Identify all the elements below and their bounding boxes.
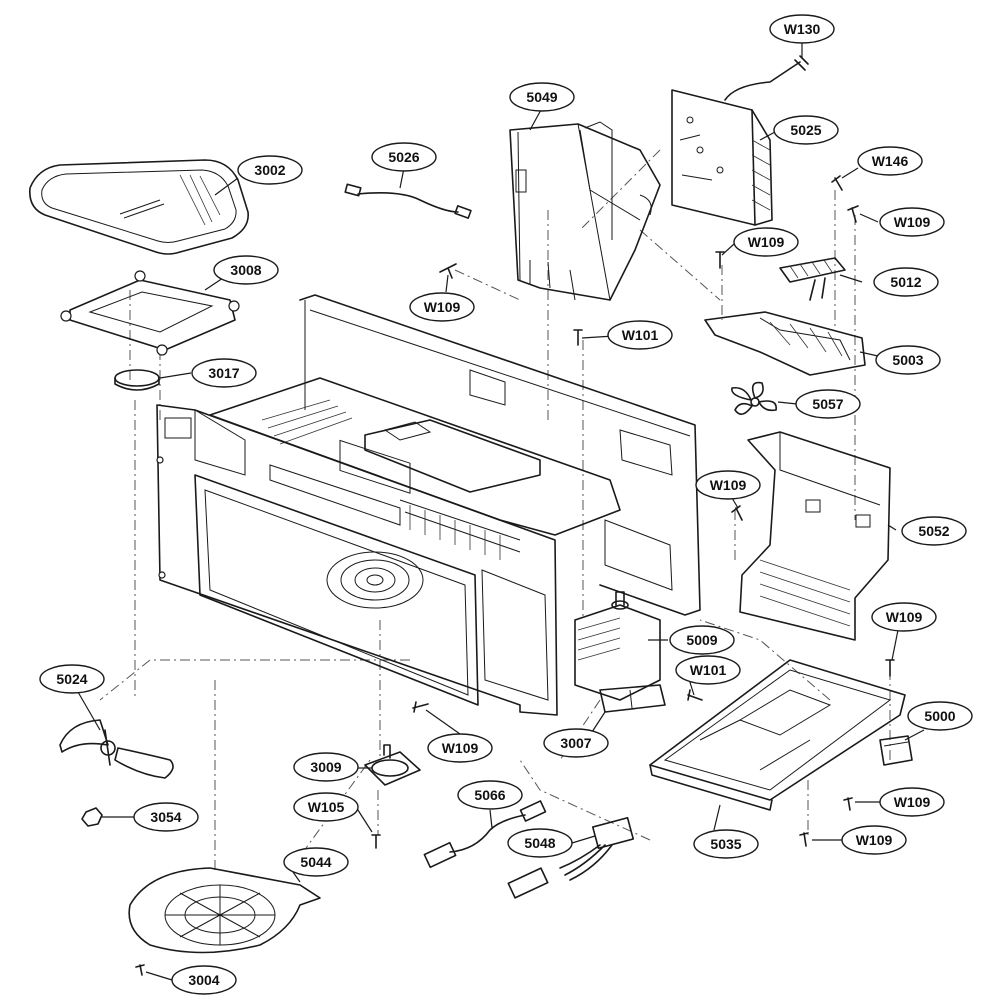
callout-text: 5000: [924, 708, 955, 724]
callout-3054: 3054: [133, 802, 199, 832]
callout-3004: 3004: [171, 965, 237, 995]
part-5009-magnetron: [574, 591, 661, 701]
callout-w101-b: W101: [675, 655, 741, 685]
callout-text: 5049: [526, 89, 557, 105]
part-3017-coupler: [114, 369, 160, 391]
callout-5048: 5048: [507, 828, 573, 858]
part-5024-stirrer: [59, 719, 174, 779]
callout-text: W109: [856, 832, 893, 848]
callout-text: 5009: [686, 632, 717, 648]
part-5048-wire: [507, 816, 635, 899]
callout-3009: 3009: [293, 752, 359, 782]
callout-text: W109: [894, 794, 931, 810]
leader-lines: [77, 42, 925, 981]
callout-text: 3054: [150, 809, 181, 825]
callout-3007: 3007: [543, 728, 609, 758]
assembly-center-lines: [99, 149, 891, 871]
part-5044-fan-cover: [128, 867, 321, 954]
screws: [135, 175, 895, 976]
callout-text: 5052: [918, 523, 949, 539]
callout-text: 3002: [254, 162, 285, 178]
part-w130-screw: [794, 55, 809, 71]
callout-text: W109: [748, 234, 785, 250]
callout-text: W109: [886, 609, 923, 625]
callout-text: 5026: [388, 149, 419, 165]
callout-5026: 5026: [371, 142, 437, 172]
callout-text: 5066: [474, 787, 505, 803]
callout-w109-e: W109: [871, 602, 937, 632]
part-5025-pcb: [671, 61, 801, 226]
callout-text: W105: [308, 799, 345, 815]
callout-text: W101: [622, 327, 659, 343]
callout-w130: W130: [769, 14, 835, 44]
callout-text: W130: [784, 21, 821, 37]
callout-w146: W146: [857, 146, 923, 176]
part-5012-fuse: [779, 257, 846, 301]
callout-w109-c: W109: [409, 292, 475, 322]
callout-text: W109: [424, 299, 461, 315]
part-3009-motor: [364, 744, 421, 786]
callout-labels: W130 5049 5025 3002 5026 W146 W109 3008 …: [39, 14, 973, 995]
callout-w105: W105: [293, 792, 359, 822]
callout-w109-f: W109: [427, 733, 493, 763]
callout-text: 5057: [812, 396, 843, 412]
callout-text: 5012: [890, 274, 921, 290]
callout-text: W101: [690, 662, 727, 678]
callout-text: 3008: [230, 262, 261, 278]
callout-w109-a: W109: [879, 207, 945, 237]
callout-text: 5025: [790, 122, 821, 138]
part-5057-fan-blade: [731, 381, 777, 415]
callout-text: 3004: [188, 972, 219, 988]
callout-5057: 5057: [795, 389, 861, 419]
callout-5003: 5003: [875, 345, 941, 375]
callout-5035: 5035: [693, 829, 759, 859]
part-3008-roller-ring: [60, 270, 240, 356]
callout-text: 5024: [56, 671, 87, 687]
part-3002-glass-tray: [28, 159, 249, 255]
callout-5066: 5066: [457, 780, 523, 810]
callout-w109-d: W109: [695, 470, 761, 500]
callout-3017: 3017: [191, 358, 257, 388]
callout-w109-b: W109: [733, 227, 799, 257]
part-3007-bracket: [599, 684, 666, 713]
part-5066-wire: [423, 800, 547, 869]
callout-5049: 5049: [509, 82, 575, 112]
part-main-cavity: [156, 294, 701, 716]
callout-5044: 5044: [283, 847, 349, 877]
callout-text: W109: [894, 214, 931, 230]
callout-5025: 5025: [773, 115, 839, 145]
part-5003-fan-bracket: [704, 311, 866, 376]
callout-text: 5048: [524, 835, 555, 851]
callout-text: W109: [442, 740, 479, 756]
callout-text: 5035: [710, 836, 741, 852]
callout-5009: 5009: [669, 625, 735, 655]
callout-3008: 3008: [213, 255, 279, 285]
callout-text: 3017: [208, 365, 239, 381]
callout-5000: 5000: [907, 701, 973, 731]
callout-text: 3009: [310, 759, 341, 775]
callout-5024: 5024: [39, 664, 105, 694]
callout-3002: 3002: [237, 155, 303, 185]
part-5052-air-duct: [739, 431, 891, 641]
callout-text: W109: [710, 477, 747, 493]
part-5000-switch: [879, 735, 913, 766]
part-5035-base-plate: [649, 659, 906, 811]
callout-5012: 5012: [873, 267, 939, 297]
callout-w109-g: W109: [879, 787, 945, 817]
callout-w109-h: W109: [841, 825, 907, 855]
part-5026-wire: [344, 183, 472, 219]
callout-5052: 5052: [901, 516, 967, 546]
callout-text: 5003: [892, 352, 923, 368]
callout-text: W146: [872, 153, 909, 169]
part-3054-nut: [81, 807, 103, 827]
part-5049-bracket: [509, 121, 661, 301]
callout-text: 5044: [300, 854, 331, 870]
callout-w101-a: W101: [607, 320, 673, 350]
callout-text: 3007: [560, 735, 591, 751]
